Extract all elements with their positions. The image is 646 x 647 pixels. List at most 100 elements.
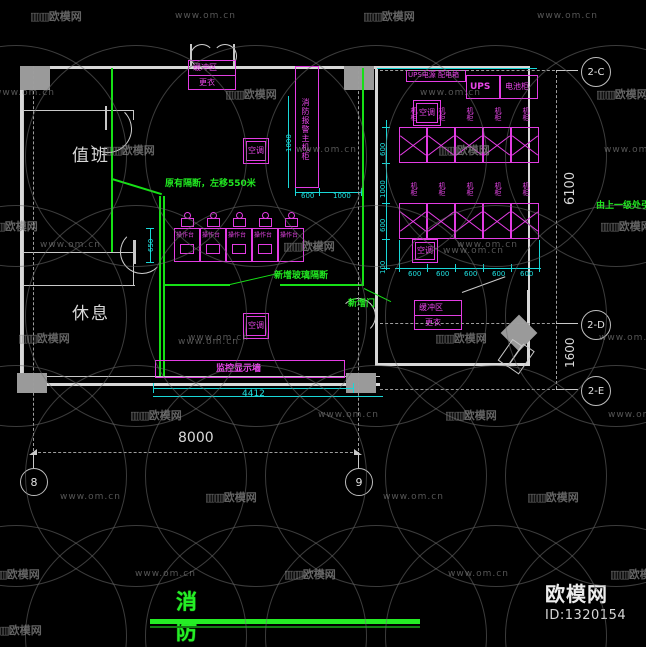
console-monitor: [180, 244, 194, 254]
ac-unit-inner-3: [416, 103, 438, 123]
wall-top-right: [378, 66, 530, 68]
annotation-new-door: 新增门: [348, 299, 376, 309]
brand-id-text: ID:1320154: [545, 608, 627, 623]
watermark-logo: ▥▥欧模网: [0, 624, 42, 637]
monitoring-display-wall: [155, 360, 345, 378]
partition-line: [23, 376, 380, 377]
watermark-logo: ▥▥欧模网: [0, 568, 40, 581]
axis-leader: [556, 389, 578, 390]
equipment-rack: [511, 127, 539, 163]
watermark-arc: [25, 365, 247, 587]
wall-bottom-right: [375, 363, 530, 366]
console-desk: [200, 228, 226, 262]
dimension-label-8000: 8000: [178, 430, 214, 446]
buffer-room-label-2: 更衣: [199, 78, 215, 87]
partition-line: [23, 252, 133, 253]
axis-bubble-9: 9: [345, 468, 373, 496]
annotation-power-source: 由上一级处引: [596, 201, 646, 211]
buffer-room-divider-2: [414, 315, 462, 316]
watermark-logo: ▥▥欧模网: [596, 88, 646, 101]
watermark-url: www.om.cn: [443, 246, 504, 256]
axis-bubble-9-label: 9: [355, 475, 363, 489]
fire-alarm-host-cabinet-label: 消防报警主机柜: [301, 98, 310, 161]
existing-partition-green: [159, 196, 161, 376]
console-desk: [226, 228, 252, 262]
watermark-logo: ▥▥欧模网: [18, 332, 70, 345]
watermark-logo: ▥▥欧模网: [435, 332, 487, 345]
dimension-label-600: 600: [520, 270, 534, 278]
existing-partition-green2: [163, 196, 165, 376]
dimension-tick: [295, 188, 296, 196]
axis-bubble-2d: 2-D: [581, 310, 611, 340]
watermark-url: www.om.cn: [178, 337, 239, 347]
dimension-line: [153, 388, 353, 389]
equipment-rack-label: 机柜: [466, 107, 474, 121]
ups-power-distribution-label: UPS电源 配电箱: [408, 71, 460, 79]
watermark-logo: ▥▥欧模网: [205, 491, 257, 504]
dimension-label-1000: 1000: [379, 180, 387, 198]
dimension-tick: [483, 264, 484, 272]
dimension-tick: [382, 163, 390, 164]
equipment-rack: [511, 203, 539, 239]
axis-bubble-8: 8: [20, 468, 48, 496]
axis-bubble-2c-label: 2-C: [587, 66, 605, 78]
dimension-tick: [146, 262, 154, 263]
axis-bubble-2d-label: 2-D: [587, 319, 605, 331]
fire-alarm-host-cabinet: [295, 66, 319, 188]
wall-right-upper: [375, 66, 378, 366]
green-partition-horiz: [280, 284, 364, 286]
watermark-arc: [265, 525, 487, 647]
room-label-rest: 休息: [72, 304, 110, 324]
structural-column: [20, 66, 50, 90]
watermark-url: www.om.cn: [175, 11, 236, 21]
axis-bubble-2e: 2-E: [581, 376, 611, 406]
dimension-line: [395, 268, 541, 269]
dimension-line: [295, 192, 361, 193]
watermark-url: www.om.cn: [188, 333, 249, 343]
new-partition-vertical: [111, 68, 113, 110]
partition-line: [23, 285, 135, 286]
dimension-tick: [382, 239, 390, 240]
grid-line-vertical: [33, 66, 34, 456]
axis-bubble-2c: 2-C: [581, 57, 611, 87]
watermark-arc: [0, 525, 127, 647]
ac-unit-box-2: [243, 313, 269, 339]
operator-seat-icon: [258, 212, 272, 228]
dimension-label-600: 600: [379, 142, 387, 156]
dimension-tick: [153, 383, 154, 393]
watermark-url: www.om.cn: [448, 569, 509, 579]
operator-seat-icon: [180, 212, 194, 228]
dimension-tick: [382, 127, 390, 128]
dimension-label-100: 100: [379, 260, 387, 274]
console-label: 操作台: [176, 232, 195, 239]
dimension-label-650: 650: [147, 238, 155, 252]
ac-unit-label-2: 空调: [248, 321, 264, 330]
dimension-label-600: 600: [301, 192, 315, 200]
watermark-url: www.om.cn: [608, 410, 646, 420]
console-monitor: [206, 244, 220, 254]
grid-line-horizontal: [380, 70, 560, 71]
watermark-url: www.om.cn: [60, 492, 121, 502]
structural-column: [344, 66, 374, 90]
console-monitor: [258, 244, 272, 254]
buffer-room-2-label-1: 缓冲区: [419, 303, 443, 312]
buffer-room-label-1: 缓冲区: [193, 63, 217, 72]
partition-line: [23, 110, 133, 111]
battery-cabinet-label: 电池柜: [505, 82, 529, 91]
ups-cabinet-box: [466, 75, 500, 99]
ac-unit-label: 空调: [248, 146, 264, 155]
structural-column: [17, 373, 47, 393]
equipment-rack: [483, 127, 511, 163]
equipment-rack: [427, 203, 455, 239]
dimension-line: [288, 96, 289, 188]
ac-unit-box-4: [412, 239, 438, 263]
dimension-line: [153, 396, 383, 397]
structural-column: [346, 373, 376, 393]
equipment-rack-label: 机柜: [438, 107, 446, 121]
grid-dimension-line-vertical: [556, 70, 557, 389]
axis-leader: [358, 452, 359, 468]
buffer-room-divider: [188, 75, 236, 76]
axis-bubble-8-label: 8: [30, 475, 38, 489]
watermark-arc: [385, 365, 607, 587]
dimension-tick: [382, 268, 390, 269]
